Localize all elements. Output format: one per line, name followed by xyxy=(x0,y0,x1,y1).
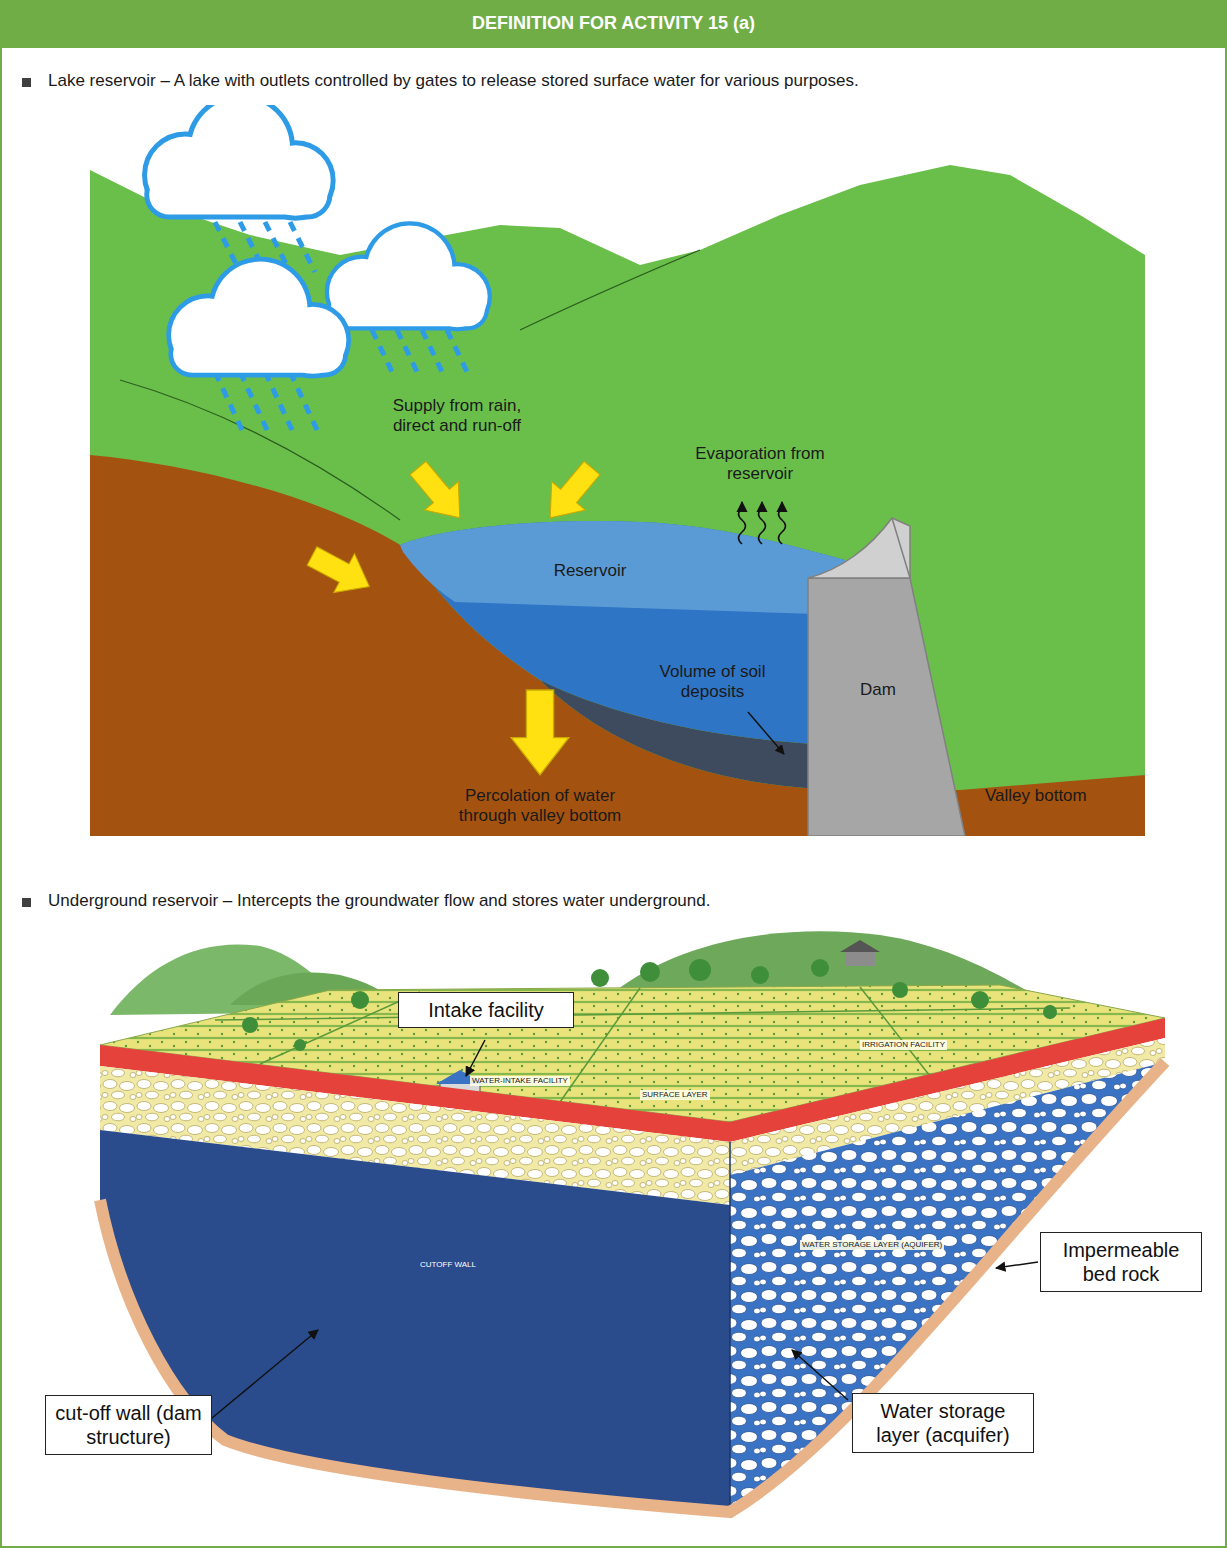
callout-box: cut-off wall (dam structure) xyxy=(45,1395,212,1455)
callout-box: Intake facility xyxy=(398,992,574,1028)
illustration-tag: WATER STORAGE LAYER (AQUIFER) xyxy=(800,1240,944,1250)
dam-label: Dam xyxy=(838,680,918,700)
callout-box: Impermeable bed rock xyxy=(1040,1232,1202,1292)
callout-text: Intake facility xyxy=(407,998,565,1022)
illustration-tag: CUTOFF WALL xyxy=(420,1260,476,1270)
illustration-tag: SURFACE LAYER xyxy=(640,1090,710,1100)
callout-text: Impermeable bed rock xyxy=(1049,1238,1193,1286)
illustration-tag: WATER-INTAKE FACILITY xyxy=(470,1076,570,1086)
reservoir-label: Reservoir xyxy=(535,561,645,581)
callout-box: Water storage layer (acquifer) xyxy=(852,1393,1034,1453)
callout-text: cut-off wall (dam structure) xyxy=(54,1401,203,1449)
soil-deposit-label: Volume of soil deposits xyxy=(650,662,775,703)
valley-label: Valley bottom xyxy=(985,786,1135,806)
evaporation-label: Evaporation from reservoir xyxy=(680,444,840,485)
inflow-label: Supply from rain, direct and run-off xyxy=(382,396,532,437)
bullet-text: Lake reservoir – A lake with outlets con… xyxy=(48,71,1208,91)
illustration-tag: IRRIGATION FACILITY xyxy=(860,1040,947,1050)
header-title: DEFINITION FOR ACTIVITY 15 (a) xyxy=(0,13,1227,35)
percolation-label: Percolation of water through valley bott… xyxy=(445,786,635,827)
callout-text: Water storage layer (acquifer) xyxy=(861,1399,1025,1447)
bullet-text: Underground reservoir – Intercepts the g… xyxy=(48,891,1208,911)
